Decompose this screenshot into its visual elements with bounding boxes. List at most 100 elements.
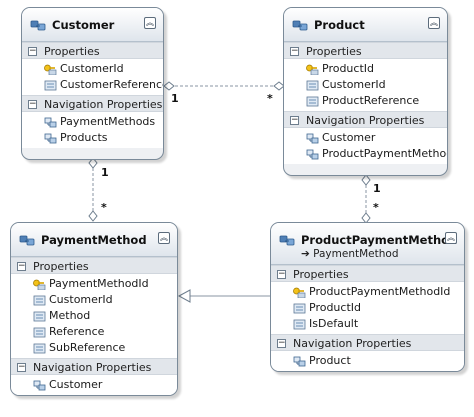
properties-section-header[interactable]: − Properties bbox=[284, 42, 447, 59]
multiplicity-product-ppm-target: * bbox=[373, 201, 379, 214]
property-row[interactable]: CustomerId bbox=[11, 292, 177, 308]
inheritance-arrowhead bbox=[177, 289, 191, 303]
multiplicity-customer-paymentmethod-target: * bbox=[101, 201, 107, 214]
collapse-toggle-icon[interactable]: − bbox=[28, 99, 37, 109]
entity-header[interactable]: PaymentMethod ︽ bbox=[11, 223, 177, 257]
navigation-property-row[interactable]: Product bbox=[271, 353, 464, 369]
navigation-property-name: Customer bbox=[49, 378, 103, 391]
entity-title: PaymentMethod bbox=[41, 233, 147, 247]
property-icon bbox=[33, 311, 46, 322]
property-name: Reference bbox=[49, 325, 105, 338]
inheritance-connector bbox=[177, 289, 270, 303]
key-property-icon bbox=[293, 287, 306, 298]
collapse-chevron-icon[interactable]: ︽ bbox=[428, 17, 440, 29]
navigation-property-row[interactable]: Customer bbox=[11, 377, 177, 393]
multiplicity-customer-paymentmethod-source: 1 bbox=[101, 166, 109, 179]
property-name: IsDefault bbox=[309, 317, 359, 330]
property-name: CustomerId bbox=[60, 62, 124, 75]
properties-section-header[interactable]: − Properties bbox=[22, 42, 163, 59]
base-type-label: ➔ PaymentMethod bbox=[301, 248, 399, 260]
property-name: ProductReference bbox=[322, 94, 420, 107]
collapse-toggle-icon[interactable]: − bbox=[290, 46, 299, 56]
key-property-icon bbox=[33, 279, 46, 290]
entity-type-icon bbox=[279, 235, 295, 246]
property-row[interactable]: CustomerId bbox=[284, 77, 447, 93]
properties-section-header[interactable]: − Properties bbox=[271, 265, 464, 282]
navigation-property-row[interactable]: ProductPaymentMethods bbox=[284, 146, 447, 162]
collapse-toggle-icon[interactable]: − bbox=[28, 46, 37, 56]
collapse-toggle-icon[interactable]: − bbox=[290, 115, 299, 125]
entity-paymentmethod[interactable]: PaymentMethod ︽ − Properties PaymentMeth… bbox=[10, 222, 178, 396]
entity-customer[interactable]: Customer ︽ − Properties CustomerId Custo… bbox=[21, 7, 164, 160]
navigation-section-header[interactable]: − Navigation Properties bbox=[271, 334, 464, 351]
navigation-property-icon bbox=[33, 380, 46, 391]
property-icon bbox=[306, 96, 319, 107]
key-property-icon bbox=[306, 64, 319, 75]
property-name: ProductPaymentMethodId bbox=[309, 285, 451, 298]
navigation-property-name: ProductPaymentMethods bbox=[322, 147, 448, 160]
navigation-property-icon bbox=[293, 356, 306, 367]
section-label: Properties bbox=[44, 45, 100, 58]
navigation-property-row[interactable]: PaymentMethods bbox=[22, 114, 163, 130]
property-name: Method bbox=[49, 309, 91, 322]
property-icon bbox=[33, 327, 46, 338]
entity-productpaymentmethod[interactable]: ProductPaymentMethod ➔ PaymentMethod ︽ −… bbox=[270, 222, 465, 372]
navigation-property-name: PaymentMethods bbox=[60, 115, 156, 128]
navigation-property-icon bbox=[44, 133, 57, 144]
property-row[interactable]: ProductPaymentMethodId bbox=[271, 284, 464, 300]
association-end-diamond bbox=[361, 174, 371, 186]
property-row[interactable]: ProductId bbox=[284, 61, 447, 77]
property-icon bbox=[33, 343, 46, 354]
property-row[interactable]: CustomerId bbox=[22, 61, 163, 77]
entity-type-icon bbox=[292, 20, 308, 31]
collapse-toggle-icon[interactable]: − bbox=[277, 269, 286, 279]
entity-header[interactable]: Product ︽ bbox=[284, 8, 447, 42]
property-icon bbox=[306, 80, 319, 91]
property-name: SubReference bbox=[49, 341, 126, 354]
property-row[interactable]: ProductId bbox=[271, 300, 464, 316]
property-name: CustomerId bbox=[49, 293, 113, 306]
section-label: Properties bbox=[33, 260, 89, 273]
entity-header[interactable]: ProductPaymentMethod ➔ PaymentMethod ︽ bbox=[271, 223, 464, 265]
property-row[interactable]: CustomerReference bbox=[22, 77, 163, 93]
property-name: CustomerReference bbox=[60, 78, 164, 91]
entity-title: Customer bbox=[52, 18, 115, 32]
property-icon bbox=[33, 295, 46, 306]
navigation-property-icon bbox=[306, 149, 319, 160]
navigation-property-icon bbox=[44, 117, 57, 128]
collapse-chevron-icon[interactable]: ︽ bbox=[158, 232, 170, 244]
section-label: Navigation Properties bbox=[33, 361, 152, 374]
association-end-diamond bbox=[88, 210, 98, 222]
navigation-section-header[interactable]: − Navigation Properties bbox=[284, 111, 447, 128]
entity-header[interactable]: Customer ︽ bbox=[22, 8, 163, 42]
navigation-property-row[interactable]: Products bbox=[22, 130, 163, 146]
property-row[interactable]: Reference bbox=[11, 324, 177, 340]
properties-section-header[interactable]: − Properties bbox=[11, 257, 177, 274]
property-icon bbox=[44, 80, 57, 91]
navigation-section-header[interactable]: − Navigation Properties bbox=[22, 95, 163, 112]
association-customer-paymentmethod bbox=[88, 157, 98, 222]
collapse-toggle-icon[interactable]: − bbox=[277, 338, 286, 348]
collapse-chevron-icon[interactable]: ︽ bbox=[445, 232, 457, 244]
navigation-section-header[interactable]: − Navigation Properties bbox=[11, 358, 177, 375]
entity-product[interactable]: Product ︽ − Properties ProductId Custome… bbox=[283, 7, 448, 176]
section-label: Navigation Properties bbox=[293, 337, 412, 350]
property-row[interactable]: IsDefault bbox=[271, 316, 464, 332]
navigation-property-row[interactable]: Customer bbox=[284, 130, 447, 146]
navigation-property-name: Product bbox=[309, 354, 351, 367]
association-end-diamond bbox=[163, 81, 175, 91]
property-row[interactable]: ProductReference bbox=[284, 93, 447, 109]
section-label: Navigation Properties bbox=[44, 98, 163, 111]
property-row[interactable]: PaymentMethodId bbox=[11, 276, 177, 292]
property-row[interactable]: Method bbox=[11, 308, 177, 324]
navigation-property-name: Customer bbox=[322, 131, 376, 144]
collapse-toggle-icon[interactable]: − bbox=[17, 362, 26, 372]
collapse-chevron-icon[interactable]: ︽ bbox=[144, 17, 156, 29]
association-product-productpaymentmethod bbox=[361, 174, 371, 224]
entity-type-icon bbox=[19, 235, 35, 246]
property-icon bbox=[293, 303, 306, 314]
property-name: ProductId bbox=[322, 62, 374, 75]
collapse-toggle-icon[interactable]: − bbox=[17, 261, 26, 271]
section-label: Navigation Properties bbox=[306, 114, 425, 127]
property-row[interactable]: SubReference bbox=[11, 340, 177, 356]
